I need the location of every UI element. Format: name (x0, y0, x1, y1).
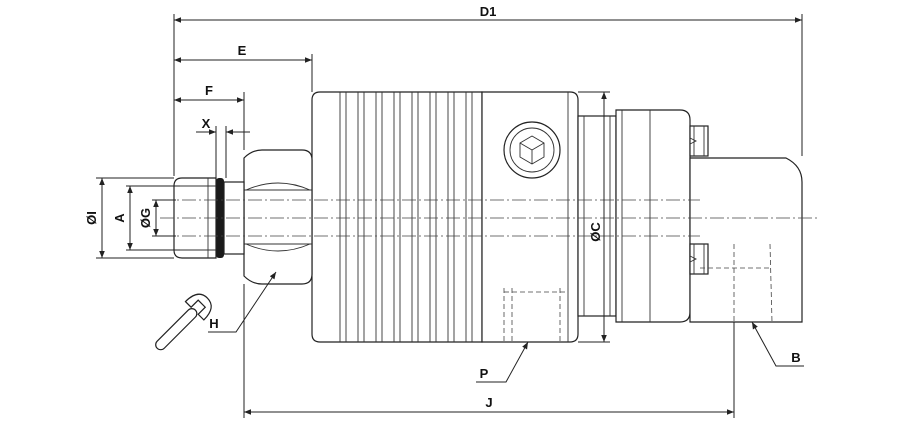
dimension-a: A (112, 185, 180, 251)
label-h: H (209, 316, 218, 331)
dimension-f: F (174, 83, 245, 150)
bearing-collar (577, 115, 617, 317)
center-lines (160, 199, 820, 237)
label-f: F (205, 83, 213, 98)
dimension-d1: D1 (173, 4, 803, 176)
label-j: J (485, 395, 492, 410)
dimension-c: ØC (578, 91, 610, 343)
connector-block (689, 125, 803, 323)
leader-p: P (476, 341, 529, 383)
wrench-icon (155, 293, 212, 351)
label-p: P (480, 366, 489, 381)
label-a: A (112, 213, 127, 223)
rear-housing (615, 109, 691, 323)
label-e: E (238, 43, 247, 58)
main-housing (481, 91, 579, 343)
dimension-x: X (196, 116, 250, 178)
dimension-e: E (174, 43, 313, 92)
label-g: ØG (138, 208, 153, 228)
leader-b: B (751, 321, 804, 367)
label-b: B (791, 350, 800, 365)
leader-h: H (208, 271, 277, 333)
finned-body (311, 91, 483, 343)
dimension-j: J (243, 284, 735, 418)
label-d1: D1 (480, 4, 497, 19)
label-x: X (202, 116, 211, 131)
dimension-g: ØG (138, 199, 176, 237)
hex-nut (243, 149, 313, 285)
label-c: ØC (588, 222, 603, 242)
hex-socket-icon (503, 121, 561, 179)
label-i: ØI (84, 211, 99, 225)
dimension-i: ØI (84, 177, 174, 259)
cooling-fins (339, 92, 473, 342)
